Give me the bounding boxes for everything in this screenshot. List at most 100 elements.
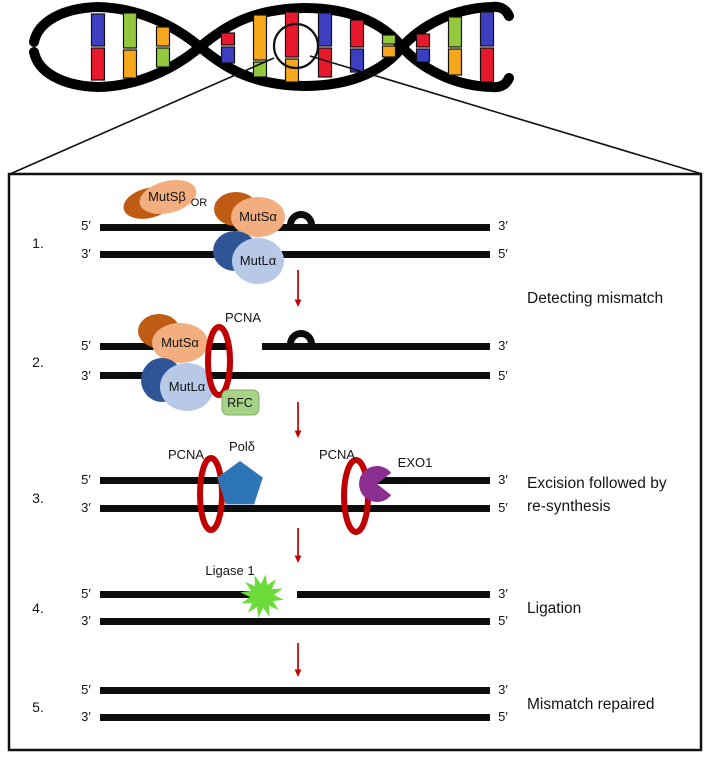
step4-bottom-left-end: 3′ — [81, 613, 91, 628]
pcna-ring-step3-left — [197, 455, 225, 533]
step3-caption: Excision followed by re-synthesis — [527, 475, 667, 515]
step5-caption: Mismatch repaired — [527, 696, 655, 713]
strand-step3-top-left — [100, 477, 238, 484]
step1-bottom-left-end: 3′ — [81, 246, 91, 261]
mismatch-loop-step2 — [287, 330, 315, 344]
step3-number: 3. — [32, 490, 44, 506]
strand-step5-top — [100, 687, 490, 694]
base-pair-bottom — [447, 48, 463, 76]
magnifier-line-left — [9, 57, 275, 175]
magnifier-line-right — [309, 55, 703, 175]
step5-top-right-end: 3′ — [498, 682, 508, 697]
step1-top-left-end: 5′ — [81, 218, 91, 233]
base-pair-bottom — [155, 47, 171, 68]
strand-step4-top-left — [100, 591, 255, 598]
base-pair-top — [381, 34, 397, 45]
step3-proteins — [197, 455, 392, 535]
step3-bottom-right-end: 5′ — [498, 500, 508, 515]
arrow-step3-to-4 — [294, 528, 302, 563]
mutsa-step1-label: MutSα — [239, 209, 277, 224]
base-pair-top — [317, 12, 333, 47]
step4-bottom-right-end: 5′ — [498, 613, 508, 628]
mutla-step2-label: MutLα — [168, 379, 206, 394]
base-pair-bottom — [381, 45, 397, 58]
pold-shape — [217, 461, 263, 505]
step3-bottom-left-end: 3′ — [81, 500, 91, 515]
diagram-panel — [7, 172, 703, 752]
strand-step3-top-right — [360, 477, 490, 484]
step5-bottom-right-end: 5′ — [498, 709, 508, 724]
base-pair-top — [155, 26, 171, 47]
step4-caption: Ligation — [527, 600, 582, 617]
step1-proteins — [123, 179, 285, 284]
step3-top-right-end: 3′ — [498, 472, 508, 487]
step5-bottom-left-end: 3′ — [81, 709, 91, 724]
dna-strands — [100, 211, 490, 721]
base-pair-top — [252, 14, 268, 61]
step4-number: 4. — [32, 600, 44, 616]
arrow-step2-to-3 — [294, 402, 302, 438]
base-pairs — [90, 11, 495, 83]
base-pair-bottom — [122, 49, 138, 79]
base-pair-top — [415, 33, 431, 48]
step3-top-left-end: 5′ — [81, 472, 91, 487]
mutsa-step2-shape — [152, 323, 208, 363]
strand-step1-top — [100, 224, 490, 231]
step1-caption: Detecting mismatch — [527, 290, 664, 307]
base-pair-top — [447, 16, 463, 48]
mutla-step1-label: MutLα — [239, 253, 277, 268]
base-pair-bottom — [284, 58, 300, 83]
pold-label: Polδ — [228, 439, 256, 454]
ligase1-shape — [240, 574, 284, 618]
or-label: OR — [190, 197, 208, 209]
strand-step4-bottom — [100, 618, 490, 625]
helix-ribbon-a — [29, 1, 514, 92]
mutsa-step2-label: MutSα — [161, 335, 199, 350]
step2-number: 2. — [32, 354, 44, 370]
mutsb-shape — [139, 179, 197, 215]
step2-bottom-left-end: 3′ — [81, 368, 91, 383]
step4-top-right-end: 3′ — [498, 586, 508, 601]
base-pair-top — [284, 11, 300, 58]
step1-top-right-end: 3′ — [498, 218, 508, 233]
base-pair-top — [349, 19, 365, 48]
arrow-step1-to-2 — [294, 270, 302, 307]
strand-step3-bottom — [100, 505, 490, 512]
step1-number: 1. — [32, 235, 44, 251]
strand-step2-bottom — [100, 372, 490, 379]
step2-top-left-end: 5′ — [81, 338, 91, 353]
pcna-ring-step2 — [205, 324, 233, 398]
helix-ribbon-b — [29, 2, 514, 93]
base-pair-bottom — [415, 48, 431, 63]
exo1-label: EXO1 — [397, 455, 433, 470]
step2-bottom-right-end: 5′ — [498, 368, 508, 383]
mismatch-loop-step1 — [287, 211, 315, 225]
rfc-shape — [221, 389, 260, 416]
base-pair-top — [220, 32, 236, 46]
step2-top-right-end: 3′ — [498, 338, 508, 353]
base-pair-bottom — [349, 48, 365, 73]
dna-helix — [29, 1, 514, 93]
step5-number: 5. — [32, 699, 44, 715]
strand-step5-bottom — [100, 714, 490, 721]
step1-bottom-right-end: 5′ — [498, 246, 508, 261]
step5-top-left-end: 5′ — [81, 682, 91, 697]
strand-step2-top-right — [262, 343, 490, 350]
step2-proteins — [138, 314, 260, 416]
mutsb-label: MutSβ — [148, 189, 186, 204]
mutla-step1-shape — [232, 238, 284, 284]
step4-top-left-end: 5′ — [81, 586, 91, 601]
strand-step4-top-right — [297, 591, 490, 598]
base-pair-bottom — [220, 46, 236, 64]
ligase1-label: Ligase 1 — [205, 563, 255, 578]
base-pair-top — [90, 13, 106, 47]
base-pair-top — [479, 11, 495, 47]
base-pair-top — [122, 12, 138, 49]
base-pair-bottom — [479, 47, 495, 83]
ligase1-star — [240, 574, 284, 618]
pcna-step3-left-label: PCNA — [167, 447, 205, 462]
mutsa-step1-shape — [231, 197, 285, 237]
base-pair-bottom — [90, 47, 106, 81]
exo1-shape — [359, 466, 392, 502]
